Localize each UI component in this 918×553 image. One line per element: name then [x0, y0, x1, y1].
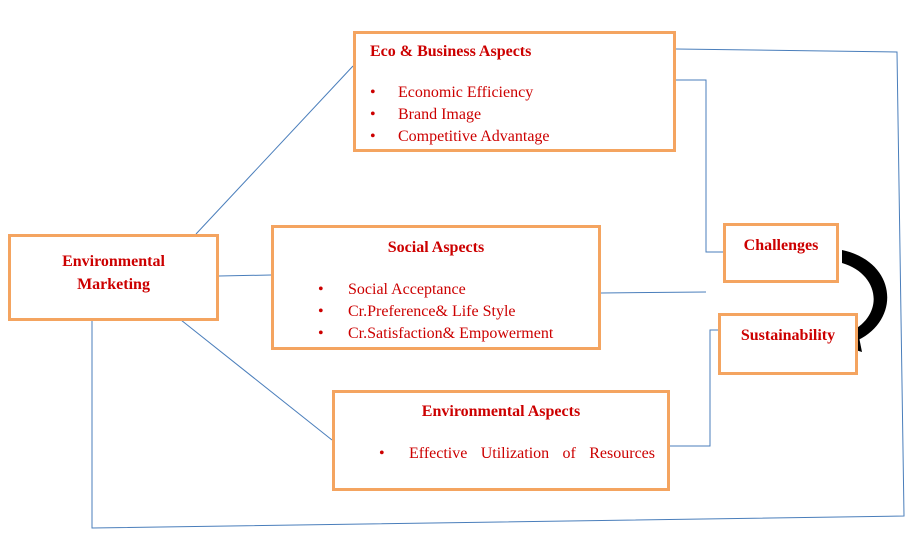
list-item: Brand Image — [356, 104, 673, 126]
connector-eco-to-challenges — [676, 79, 723, 253]
node-challenges: Challenges — [723, 223, 839, 283]
node-title: Eco & Business Aspects — [370, 43, 532, 60]
connector-outer-loop — [91, 48, 905, 529]
title-line: Environmental Marketing — [62, 253, 165, 293]
node-environmental-aspects: Environmental Aspects Effective Utilizat… — [332, 390, 670, 491]
node-title: Social Aspects — [387, 239, 485, 256]
connector-social-to-challenges — [600, 291, 707, 294]
connector-marketing-environmental — [180, 319, 333, 441]
node-title: Environmental Aspects — [421, 403, 581, 420]
list-item: Effective Utilization of Resources — [365, 443, 655, 465]
connector-environmental-to-sustainability — [670, 329, 718, 447]
bullet-list: Social Acceptance Cr.Preference& Life St… — [304, 279, 598, 345]
connector-marketing-eco — [195, 65, 354, 235]
bullet-list: Economic Efficiency Brand Image Competit… — [356, 82, 673, 148]
list-item: Economic Efficiency — [356, 82, 673, 104]
node-title: Environmental Marketing — [11, 250, 216, 296]
list-item: Social Acceptance — [304, 279, 598, 301]
node-sustainability: Sustainability — [718, 313, 858, 375]
list-item: Cr.Preference& Life Style — [304, 301, 598, 323]
list-item: Cr.Satisfaction& Empowerment — [304, 323, 598, 345]
node-environmental-marketing: Environmental Marketing — [8, 234, 219, 321]
bullet-list: Effective Utilization of Resources — [365, 443, 655, 465]
node-eco-business-aspects: Eco & Business Aspects Economic Efficien… — [353, 31, 676, 152]
connector-marketing-social — [218, 274, 272, 277]
node-social-aspects: Social Aspects Social Acceptance Cr.Pref… — [271, 225, 601, 350]
list-item: Competitive Advantage — [356, 126, 673, 148]
curved-arrow-challenges-to-sustainability — [842, 250, 888, 342]
node-title: Sustainability — [740, 327, 836, 344]
node-title: Challenges — [743, 237, 819, 254]
